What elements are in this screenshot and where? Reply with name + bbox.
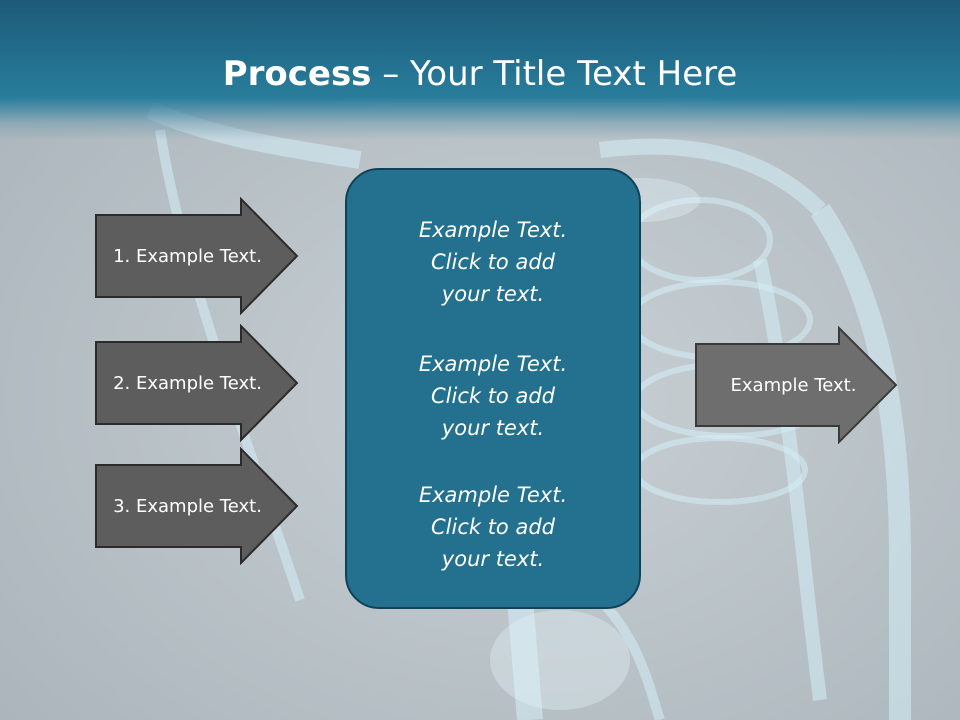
center-text-block-3: Example Text. Click to add your text. (347, 479, 639, 575)
left-arrow-2[interactable]: 2. Example Text. (95, 324, 300, 442)
center-text-line: your text. (441, 282, 545, 306)
left-arrow-2-label: 2. Example Text. (113, 372, 262, 394)
left-arrow-1-shape (95, 197, 299, 315)
center-text-line: your text. (441, 547, 545, 571)
center-text-line: Click to add (430, 250, 555, 274)
center-text-line: Click to add (430, 384, 555, 408)
left-arrow-3-label: 3. Example Text. (113, 495, 262, 517)
center-text-line: Click to add (430, 515, 555, 539)
center-text-box[interactable]: Example Text. Click to add your text. Ex… (345, 168, 641, 609)
right-arrow-shape (695, 326, 898, 444)
left-arrow-3-shape (95, 447, 299, 565)
title-rest-text: – Your Title Text Here (371, 54, 738, 94)
right-arrow[interactable]: Example Text. (695, 326, 900, 444)
center-text-line: Example Text. (418, 218, 568, 242)
slide-title[interactable]: Process – Your Title Text Here (0, 52, 960, 96)
right-arrow-label: Example Text. (730, 374, 857, 396)
left-arrow-2-shape (95, 324, 299, 442)
center-text-line: your text. (441, 416, 545, 440)
left-arrow-1-label: 1. Example Text. (113, 245, 262, 267)
title-band (0, 0, 960, 140)
left-arrow-1[interactable]: 1. Example Text. (95, 197, 300, 315)
title-bold-text: Process (222, 54, 372, 94)
center-text-block-1: Example Text. Click to add your text. (347, 214, 639, 310)
center-text-block-2: Example Text. Click to add your text. (347, 348, 639, 444)
center-text-line: Example Text. (418, 352, 568, 376)
center-text-line: Example Text. (418, 483, 568, 507)
left-arrow-3[interactable]: 3. Example Text. (95, 447, 300, 565)
